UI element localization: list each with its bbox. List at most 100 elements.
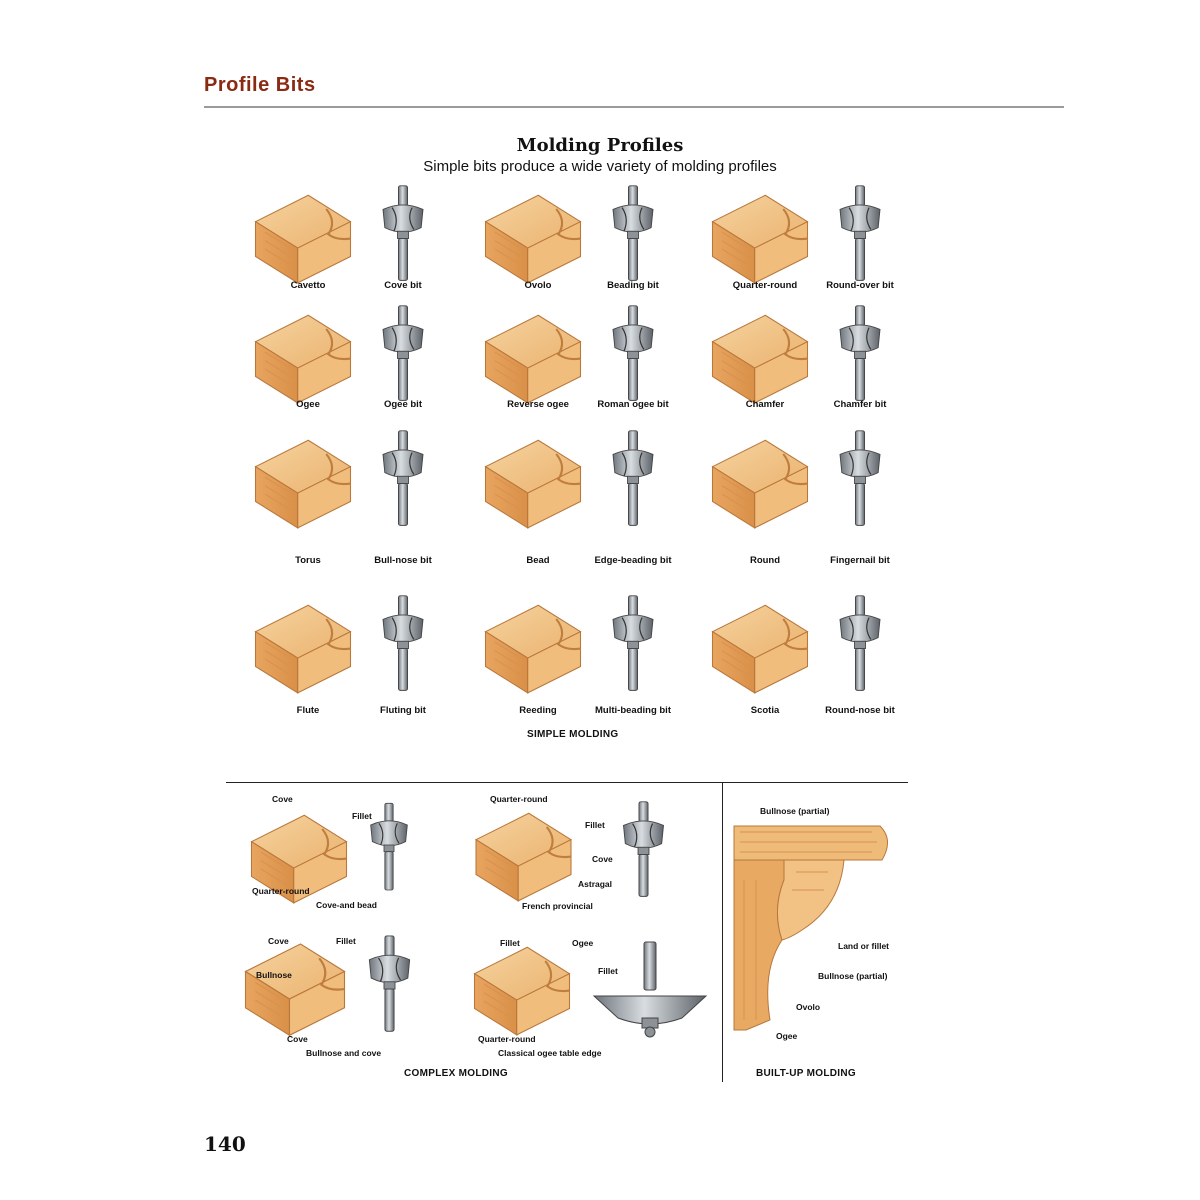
simple-molding-pair: Quarter-round Round-over bit [705,180,925,320]
complex-bullnose-and-cove [240,930,440,1040]
router-bit-label: Edge-beading bit [594,555,672,566]
ann-co-fillet: Fillet [500,938,520,948]
router-bit-icon [839,185,881,282]
ann-fp-cove: Cove [592,854,613,864]
ann-fp-astragal: Astragal [578,879,613,889]
ann-fillet: Fillet [352,811,372,821]
cove-and-bead-title: Cove-and bead [316,900,377,910]
column-divider [722,782,723,1082]
router-bit-label: Multi-beading bit [595,705,671,716]
simple-molding-pair: Bead Edge-beading bit [478,425,698,566]
router-bit-icon [612,430,654,527]
router-bit-label: Cove bit [384,280,422,291]
wood-profile-illustration [711,314,809,404]
router-bit-icon [382,430,424,527]
ann-bc-cove-bottom: Cove [287,1034,308,1044]
simple-molding-pair: Cavetto Cove bit [248,180,468,320]
wood-profile-label: Ovolo [524,280,552,291]
simple-molding-caption: SIMPLE MOLDING [527,729,619,740]
header-rule [204,106,1064,108]
router-bit-label: Beading bit [607,280,659,291]
router-bit-icon [612,305,654,402]
wood-profile-label: Torus [295,555,321,566]
simple-molding-pair: Flute Fluting bit [248,590,468,730]
simple-molding-pair: Chamfer Chamfer bit [705,300,925,440]
router-bit-icon [612,185,654,282]
router-bit-label: Fingernail bit [830,555,890,566]
bullnose-and-cove-title: Bullnose and cove [306,1048,382,1058]
wood-profile-illustration [484,439,582,529]
ann-cove: Cove [272,794,293,804]
router-bit-icon [839,430,881,527]
wood-profile-label: Reeding [519,705,557,716]
router-bit-label: Round-over bit [826,280,894,291]
router-bit-label: Roman ogee bit [597,399,669,410]
section-title: Profile Bits [204,74,316,96]
wood-profile-illustration [254,194,352,284]
classical-ogee-bit [592,941,708,1038]
complex-classical-ogee [462,940,712,1040]
ann-co-fillet2: Fillet [598,966,618,976]
wood-profile-label: Bead [526,555,550,566]
router-bit-label: Bull-nose bit [374,555,432,566]
ann-fp-fillet: Fillet [585,820,605,830]
wood-profile-illustration [711,194,809,284]
built-up-molding-caption: BUILT-UP MOLDING [756,1068,856,1079]
wood-profile-label: Cavetto [290,280,326,291]
wood-profile-illustration [484,194,582,284]
wood-profile-label: Reverse ogee [507,399,569,410]
wood-profile-label: Flute [296,705,320,716]
wood-profile-label: Scotia [750,705,780,716]
simple-molding-pair: Torus Bull-nose bit [248,425,468,566]
router-bit-icon [612,595,654,692]
ann-bu-bullnose-top: Bullnose (partial) [760,806,830,816]
ann-co-ogee: Ogee [572,938,594,948]
wood-profile-illustration [484,604,582,694]
complex-french-provincial [466,800,706,910]
router-bit-label: Chamfer bit [833,399,887,410]
router-bit-label: Fluting bit [380,705,426,716]
router-bit-icon [839,595,881,692]
figure-subtitle: Simple bits produce a wide variety of mo… [423,158,777,175]
classical-ogee-wood [473,946,571,1037]
section-divider [226,782,908,783]
simple-molding-pair: Ogee Ogee bit [248,300,468,440]
built-up-molding-drawing [733,825,888,1031]
router-bit-icon [839,305,881,402]
router-bit-icon [382,185,424,282]
wood-profile-illustration [254,314,352,404]
page-number: 140 [204,1132,246,1156]
simple-molding-pair: Ovolo Beading bit [478,180,698,320]
ann-quarter-round: Quarter-round [252,886,310,896]
ann-bu-ovolo: Ovolo [796,1002,821,1012]
french-provincial-bit [622,801,665,897]
wood-profile-illustration [711,604,809,694]
ann-bu-bullnose-mid: Bullnose (partial) [818,971,888,981]
wood-profile-label: Quarter-round [732,280,798,291]
wood-profile-illustration [254,439,352,529]
simple-molding-pair: Reeding Multi-beading bit [478,590,698,730]
router-bit-label: Ogee bit [383,399,422,410]
french-provincial-wood [474,812,573,903]
ann-co-quarter-round: Quarter-round [478,1034,536,1044]
ann-bu-land-or-fillet: Land or fillet [838,941,889,951]
ann-bc-fillet: Fillet [336,936,356,946]
ann-fp-quarter-round: Quarter-round [490,794,548,804]
figure-title: Molding Profiles [516,135,684,156]
bullnose-and-cove-wood [244,942,346,1037]
wood-profile-illustration [254,604,352,694]
router-bit-icon [382,305,424,402]
wood-profile-illustration [484,314,582,404]
bullnose-and-cove-bit [368,935,411,1032]
ann-bu-ogee: Ogee [776,1031,798,1041]
router-bit-label: Round-nose bit [825,705,895,716]
wood-profile-label: Chamfer [745,399,785,410]
classical-ogee-title: Classical ogee table edge [498,1048,602,1058]
ann-bc-cove-top: Cove [268,936,289,946]
simple-molding-pair: Scotia Round-nose bit [705,590,925,730]
french-provincial-title: French provincial [522,901,593,911]
router-bit-icon [382,595,424,692]
wood-profile-label: Ogee [296,399,320,410]
ann-bc-bullnose: Bullnose [256,970,292,980]
